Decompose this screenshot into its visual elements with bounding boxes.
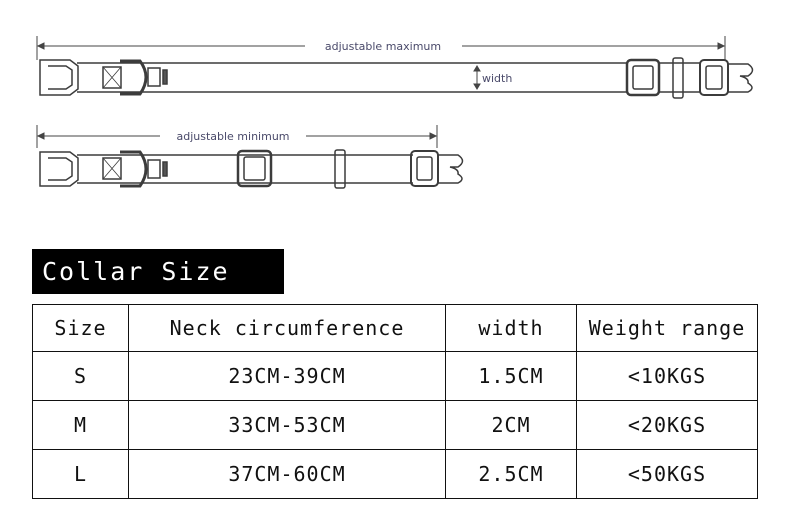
- collar-min: [39, 149, 464, 189]
- neck-cell: 33CM-53CM: [128, 400, 446, 450]
- width-cell: 2.5CM: [445, 449, 577, 499]
- max-dimension-label: adjustable maximum: [325, 40, 441, 53]
- width-cell: 2CM: [445, 400, 577, 450]
- section-title: Collar Size: [32, 249, 284, 294]
- collar-diagram: adjustable maximum width: [36, 36, 754, 189]
- weight-cell: <20KGS: [576, 400, 758, 450]
- collar-max: [39, 57, 754, 99]
- weight-cell: <10KGS: [576, 351, 758, 401]
- min-dimension-label: adjustable minimum: [176, 130, 289, 143]
- size-cell: M: [32, 400, 129, 450]
- table-row: M 33CM-53CM 2CM <20KGS: [32, 400, 758, 450]
- min-dimension-line: [36, 125, 438, 148]
- max-dimension-line: [36, 36, 726, 60]
- table-row: S 23CM-39CM 1.5CM <10KGS: [32, 351, 758, 401]
- size-cell: S: [32, 351, 129, 401]
- table-row: L 37CM-60CM 2.5CM <50KGS: [32, 449, 758, 499]
- table-header-row: Size Neck circumference width Weight ran…: [32, 304, 758, 352]
- size-cell: L: [32, 449, 129, 499]
- header-neck-circumference: Neck circumference: [128, 304, 446, 352]
- header-weight-range: Weight range: [576, 304, 758, 352]
- size-table: Size Neck circumference width Weight ran…: [32, 304, 758, 499]
- neck-cell: 37CM-60CM: [128, 449, 446, 499]
- neck-cell: 23CM-39CM: [128, 351, 446, 401]
- weight-cell: <50KGS: [576, 449, 758, 499]
- header-size: Size: [32, 304, 129, 352]
- header-width: width: [445, 304, 577, 352]
- width-marker: [473, 65, 481, 90]
- width-label: width: [482, 72, 512, 85]
- width-cell: 1.5CM: [445, 351, 577, 401]
